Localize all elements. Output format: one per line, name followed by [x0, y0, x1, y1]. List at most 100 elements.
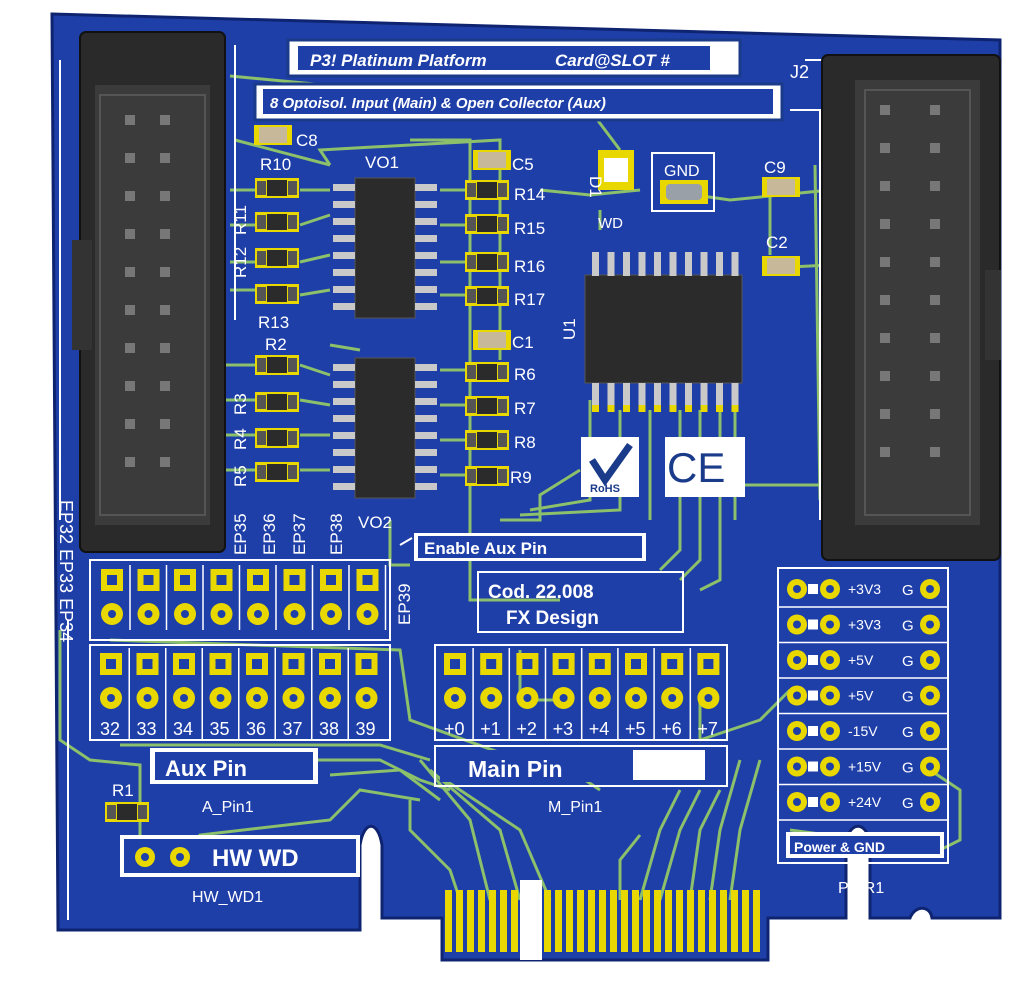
- ic-leg: [333, 415, 355, 422]
- card-slot-label: Card@SLOT #: [555, 51, 670, 70]
- edge-finger: [478, 890, 485, 952]
- power-voltage-label: +15V: [848, 759, 882, 775]
- smd-components: [105, 125, 800, 822]
- r6-label: R6: [514, 365, 536, 384]
- connector-pin: [160, 229, 170, 239]
- aux-pin-number: 38: [319, 719, 339, 739]
- connector-pin: [930, 143, 940, 153]
- power-voltage-label: +24V: [848, 794, 882, 810]
- aux-pin-number: 34: [173, 719, 193, 739]
- connector-pin: [930, 105, 940, 115]
- ic-leg: [415, 381, 437, 388]
- main-pin-label: Main Pin: [468, 756, 563, 782]
- c8-label: C8: [296, 131, 318, 150]
- edge-finger: [610, 890, 617, 952]
- aux-designator: A_Pin1: [202, 799, 254, 816]
- r13-label: R13: [258, 313, 289, 332]
- edge-finger: [489, 890, 496, 952]
- ep39-label: EP39: [395, 583, 414, 625]
- connector-pin: [930, 295, 940, 305]
- ic-leg: [415, 201, 437, 208]
- ic-leg: [669, 383, 677, 409]
- connector-pin: [125, 229, 135, 239]
- edge-finger: [731, 890, 738, 952]
- r16-label: R16: [514, 257, 545, 276]
- ep38-label: EP38: [327, 513, 346, 555]
- power-label: Power & GND: [794, 839, 885, 855]
- main-pin-number: +3: [553, 719, 574, 739]
- power-designator: PWR1: [838, 880, 884, 897]
- ic-leg: [333, 218, 355, 225]
- edge-finger: [445, 890, 452, 952]
- ic-leg: [333, 269, 355, 276]
- r15-label: R15: [514, 219, 545, 238]
- connector-pin: [160, 191, 170, 201]
- r12-label: R12: [231, 247, 250, 278]
- connector-pin: [160, 153, 170, 163]
- hw-wd-block: HW WD HW_WD1: [120, 835, 360, 906]
- power-ground-label: G: [902, 795, 914, 812]
- connector-pin: [160, 457, 170, 467]
- ic-vo1: [333, 177, 437, 319]
- connector-pin: [880, 333, 890, 343]
- edge-finger: [698, 890, 705, 952]
- aux-pin-number: 35: [210, 719, 230, 739]
- r7-label: R7: [514, 399, 536, 418]
- ic-pad: [685, 405, 692, 412]
- aux-pin-label: Aux Pin: [165, 756, 247, 781]
- connector-pin: [160, 115, 170, 125]
- ic-leg: [592, 252, 599, 276]
- ic-leg: [333, 432, 355, 439]
- connector-pin: [880, 295, 890, 305]
- main-pin-block: +0+1+2+3+4+5+6+7 Main Pin M_Pin1: [434, 644, 728, 816]
- ic-pad: [716, 405, 723, 412]
- connector-pin: [930, 257, 940, 267]
- main-pin-number: +2: [516, 719, 537, 739]
- connector-pin: [125, 343, 135, 353]
- connector-pin: [880, 219, 890, 229]
- connector-pin: [880, 257, 890, 267]
- edge-connector-fingers: [445, 880, 760, 960]
- c9-label: C9: [764, 158, 786, 177]
- connector-pin: [125, 153, 135, 163]
- u1-label: U1: [560, 318, 579, 340]
- power-voltage-label: -15V: [848, 723, 878, 739]
- connector-pin: [125, 115, 135, 125]
- wd-label: WD: [598, 215, 623, 232]
- c2-label: C2: [766, 233, 788, 252]
- power-voltage-label: +5V: [848, 688, 874, 704]
- ic-leg: [415, 252, 437, 259]
- edge-finger: [588, 890, 595, 952]
- ic-leg: [623, 383, 630, 409]
- connector-pin: [930, 333, 940, 343]
- ep36-label: EP36: [260, 513, 279, 555]
- ic-leg: [623, 252, 630, 276]
- ic-leg: [415, 449, 437, 456]
- enable-aux-label: Enable Aux Pin: [424, 539, 547, 558]
- ic-leg: [415, 235, 437, 242]
- r4-label: R4: [231, 428, 250, 450]
- c1-label: C1: [512, 333, 534, 352]
- ep37-label: EP37: [290, 513, 309, 555]
- connector-pin: [930, 181, 940, 191]
- ic-leg: [415, 303, 437, 310]
- r3-label: R3: [231, 393, 250, 415]
- connector-pin: [880, 447, 890, 457]
- r14-label: R14: [514, 185, 545, 204]
- ic-leg: [415, 466, 437, 473]
- edge-finger: [753, 890, 760, 952]
- ic-pad: [700, 405, 708, 412]
- edge-finger: [665, 890, 672, 952]
- ic-leg: [333, 483, 355, 490]
- rohs-text: RoHS: [590, 483, 620, 495]
- aux-pin-number: 33: [137, 719, 157, 739]
- ic-u1: [584, 252, 743, 412]
- ic-leg: [716, 252, 723, 276]
- main-pin-number: +5: [625, 719, 646, 739]
- connector-pin: [160, 381, 170, 391]
- ce-text: CE: [667, 444, 725, 491]
- led-d1: [598, 150, 634, 190]
- edge-finger: [687, 890, 694, 952]
- connector-pins-right: [880, 105, 940, 457]
- edge-finger: [742, 890, 749, 952]
